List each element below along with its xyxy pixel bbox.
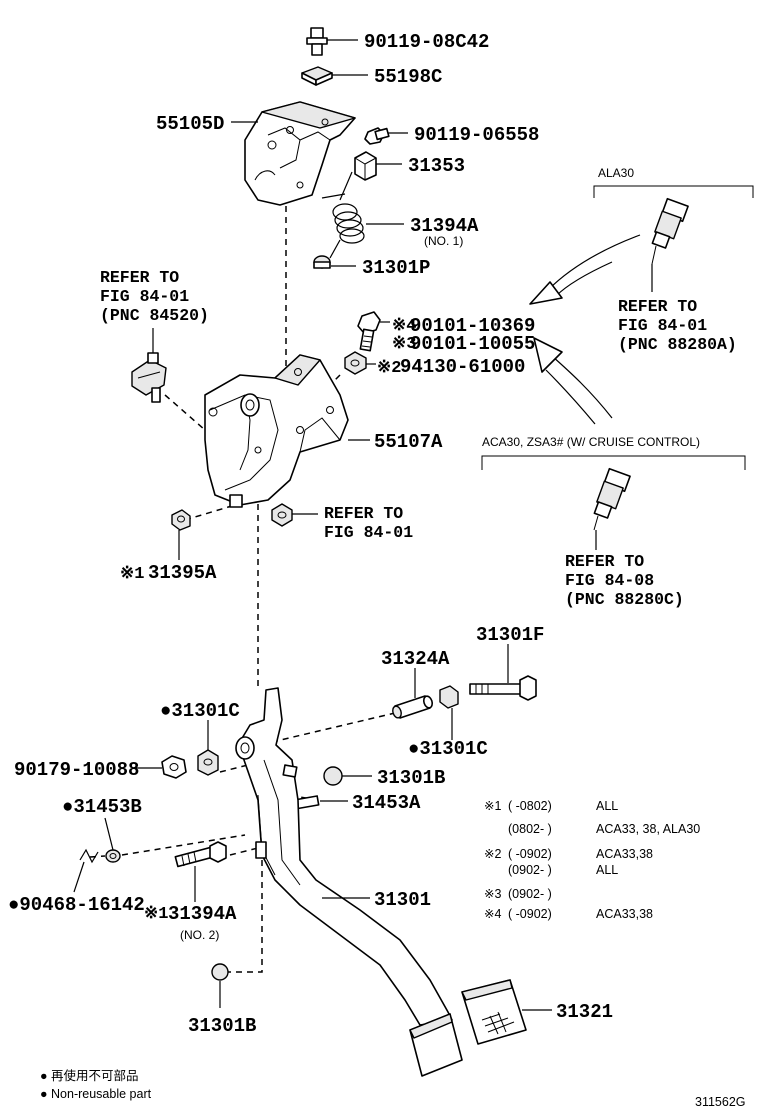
nut-90179-10088-icon <box>161 755 187 779</box>
label-55107a: 55107A <box>374 431 443 453</box>
refer-cruise-line1: REFER TO <box>565 552 644 571</box>
nut-refer-mid-icon <box>271 503 293 527</box>
bracket-55107a-icon <box>204 354 349 508</box>
label-90468-16142: ●90468-16142 <box>8 894 145 916</box>
label-55198c: 55198C <box>374 66 442 88</box>
mark-90101-10369: ※4 <box>392 317 416 336</box>
label-31394a-no1: 31394A <box>410 215 479 237</box>
label-90119-06558: 90119-06558 <box>414 124 539 146</box>
label-31453a: 31453A <box>352 792 421 814</box>
note-5-mark: ※3 <box>484 887 501 901</box>
bolt-31301f-icon <box>469 675 537 701</box>
pedal-pad-31321-icon <box>461 979 527 1045</box>
label-31301b-bot: 31301B <box>188 1015 256 1037</box>
bushing-31301c-right-icon <box>439 685 459 709</box>
label-90101-10369: 90101-10369 <box>410 315 535 337</box>
bushing-31453b-icon <box>105 849 121 863</box>
refer-cruise-line3: (PNC 88280C) <box>565 590 684 609</box>
label-31301c-left: ●31301C <box>160 700 240 722</box>
note-4-models: ALL <box>596 863 618 877</box>
refer-left-line3: (PNC 84520) <box>100 306 209 325</box>
nut-94130-61000-icon <box>344 351 367 375</box>
bolt-90119-08c42-icon <box>306 27 328 56</box>
refer-left-line1: REFER TO <box>100 268 179 287</box>
note-3-range: ( -0902) <box>508 847 552 861</box>
mark-94130-61000: ※2 <box>377 359 401 378</box>
label-31301: 31301 <box>374 889 431 911</box>
cushion-31301b-bot-icon <box>211 963 229 981</box>
refer-mid-line2: FIG 84-01 <box>324 523 413 542</box>
refer-ala-line1: REFER TO <box>618 297 697 316</box>
label-31394a-no2-sub: (NO. 2) <box>180 928 219 942</box>
note-3-mark: ※2 <box>484 847 501 861</box>
mark-90101-10055: ※3 <box>392 335 416 354</box>
refer-ala-line2: FIG 84-01 <box>618 316 707 335</box>
note-1-models: ALL <box>596 799 618 813</box>
clip-90468-16142-icon <box>79 848 99 864</box>
label-31395a: 31395A <box>148 562 217 584</box>
label-31301f: 31301F <box>476 624 544 646</box>
refer-ala-line3: (PNC 88280A) <box>618 335 737 354</box>
figure-id: 311562G <box>695 1095 746 1109</box>
sensor-connector-icon <box>131 352 167 403</box>
bushing-31301c-left-icon <box>197 749 219 776</box>
label-31324a: 31324A <box>381 648 450 670</box>
clip-31353-icon <box>354 151 377 181</box>
label-31301p: 31301P <box>362 257 430 279</box>
label-55105d: 55105D <box>156 113 224 135</box>
note-2-range: (0802- ) <box>508 822 552 836</box>
label-94130-61000: 94130-61000 <box>400 356 525 378</box>
label-31301c-right: ●31301C <box>408 738 488 760</box>
spring-31394a-no1-icon <box>321 171 365 259</box>
note-4-range: (0902- ) <box>508 863 552 877</box>
collar-31324a-icon <box>392 695 434 719</box>
label-90101-10055: 90101-10055 <box>410 333 535 355</box>
label-90179-10088: 90179-10088 <box>14 759 139 781</box>
refer-left-line2: FIG 84-01 <box>100 287 189 306</box>
mark-31395a: ※1 <box>120 565 144 584</box>
spacer-31395a-icon <box>171 509 191 531</box>
bolt-90119-06558-icon <box>364 127 390 145</box>
notes-block: ※1 ( -0802) ALL (0802- ) ACA33, 38, ALA3… <box>484 799 700 921</box>
note-2-models: ACA33, 38, ALA30 <box>596 822 700 836</box>
note-5-range: (0902- ) <box>508 887 552 901</box>
note-6-models: ACA33,38 <box>596 907 653 921</box>
group-ala30-label: ALA30 <box>598 166 634 180</box>
cushion-31301b-mid-icon <box>323 766 343 786</box>
assembly-dashed-lines <box>89 195 396 973</box>
note-1-mark: ※1 <box>484 799 501 813</box>
pedal-pad-base-icon <box>409 1013 463 1077</box>
legend-line-1: ● 再使用不可部品 <box>40 1068 139 1083</box>
refer-left: REFER TO FIG 84-01 (PNC 84520) <box>100 268 209 325</box>
label-31353: 31353 <box>408 155 465 177</box>
pedal-arm-31301-icon <box>235 687 453 1026</box>
mark-31394a-no2: ※1 <box>144 905 168 924</box>
label-31301b-mid: 31301B <box>377 767 445 789</box>
bushing-31301p-icon <box>313 255 331 269</box>
label-31394a-no2: 31394A <box>168 903 237 925</box>
switch-cruise-icon <box>593 467 631 531</box>
note-6-range: ( -0902) <box>508 907 552 921</box>
refer-mid-line1: REFER TO <box>324 504 403 523</box>
arrow-lower-icon <box>533 337 613 425</box>
arrow-upper-icon <box>529 234 641 305</box>
bolt-90101-icon <box>357 311 381 352</box>
label-90119-08c42: 90119-08C42 <box>364 31 489 53</box>
clip-nut-55198c-icon <box>301 66 333 86</box>
group-cruise-label: ACA30, ZSA3# (W/ CRUISE CONTROL) <box>482 435 700 449</box>
note-6-mark: ※4 <box>484 907 501 921</box>
label-31321: 31321 <box>556 1001 613 1023</box>
refer-cruise-line2: FIG 84-08 <box>565 571 654 590</box>
note-1-range: ( -0802) <box>508 799 552 813</box>
switch-ala30-icon <box>651 197 689 265</box>
legend-line-2: ● Non-reusable part <box>40 1087 152 1101</box>
label-31453b: ●31453B <box>62 796 142 818</box>
label-31394a-no1-sub: (NO. 1) <box>424 234 463 248</box>
note-3-models: ACA33,38 <box>596 847 653 861</box>
bolt-31394a-no2-icon <box>174 841 227 868</box>
bracket-55105d-icon <box>244 101 356 206</box>
